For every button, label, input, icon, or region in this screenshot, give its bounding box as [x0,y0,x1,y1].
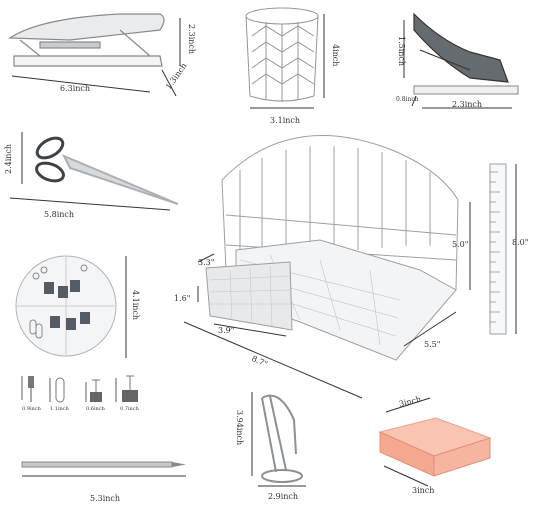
organizer-drawer-width-label: 3.9" [218,326,235,335]
cup-width-label: 3.1inch [270,116,301,125]
holder-width-label: 2.9inch [268,492,299,501]
stapler-length-label: 6.3inch [60,84,91,93]
binder-large-label: 0.7inch [120,406,139,412]
binder-small-label: 0.6inch [86,406,105,412]
pin-size-label: 0.9inch [22,406,41,412]
paperclip-size-label: 1.1inch [50,406,69,412]
organizer-small-height-label: 3.3" [198,258,215,267]
pen-length-label: 5.3inch [90,494,121,503]
organizer-depth-label: 5.5" [424,340,441,349]
scissors-length-label: 5.8inch [44,210,75,219]
organizer-drawer-height-label: 1.6" [174,294,191,303]
ruler-length-label: 8.0" [512,238,529,247]
remover-length-label: 2.3inch [452,100,483,109]
remover-depth-label: 0.8inch [396,96,419,103]
notes-bottom-label: 3inch [412,486,435,495]
organizer-height-label: 5.0" [452,240,469,249]
